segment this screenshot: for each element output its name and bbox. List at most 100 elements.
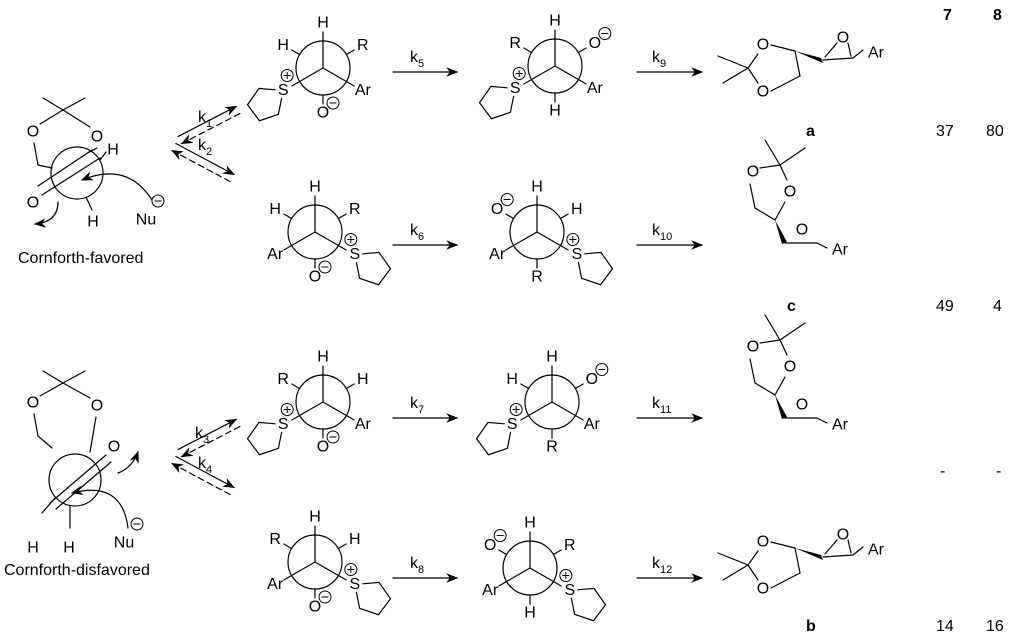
ring-oxygen: O xyxy=(784,184,796,201)
cell-b-7: 14 xyxy=(936,618,954,635)
substituent-bond xyxy=(574,383,584,390)
negative-charge-icon xyxy=(493,529,507,542)
product-label-b: b xyxy=(806,618,816,635)
cell-b-8: 16 xyxy=(986,618,1004,635)
substituent-bond xyxy=(520,383,530,390)
substituent-h: H xyxy=(571,201,583,218)
wedge-bond xyxy=(795,51,823,63)
substituent-bond xyxy=(283,543,293,550)
ring-oxygen: O xyxy=(757,37,769,54)
substituent-bond xyxy=(314,561,347,581)
rate-constant-k11: k11 xyxy=(652,395,671,416)
ring-oxygen: O xyxy=(757,534,769,551)
caption-cornforth-disfavored: Cornforth-disfavored xyxy=(4,562,150,579)
positive-charge-icon xyxy=(512,67,526,80)
negative-charge-icon xyxy=(151,194,165,208)
bond xyxy=(33,142,39,166)
positive-charge-icon xyxy=(566,233,580,246)
substituent-h: H xyxy=(531,179,543,196)
oxide-atom: O xyxy=(586,371,598,388)
substituent-bond xyxy=(552,549,562,556)
bond xyxy=(62,382,91,399)
substituent-r: R xyxy=(546,439,558,456)
newman-projection xyxy=(50,146,104,200)
positive-charge-icon xyxy=(559,569,573,582)
oxide-atom: O xyxy=(317,439,329,456)
rate-constant-k4: k4 xyxy=(198,455,212,476)
sulfonium-atom: S xyxy=(572,246,583,263)
substituent-h: H xyxy=(357,371,369,388)
negative-charge-icon xyxy=(130,517,144,531)
carbonyl-oxygen: O xyxy=(108,439,120,456)
cell-c-7: 49 xyxy=(936,298,954,315)
rate-constant-k3: k3 xyxy=(195,425,209,446)
substituent-h: H xyxy=(309,179,321,196)
bond xyxy=(774,376,786,396)
methyl-bond xyxy=(62,370,86,384)
substituent-h: H xyxy=(546,349,558,366)
bond xyxy=(37,435,53,449)
substituent-bond xyxy=(283,231,316,251)
substituent-h: H xyxy=(63,540,75,557)
newman-projection xyxy=(48,453,102,507)
substituent-h: H xyxy=(549,103,561,120)
substituent-bond xyxy=(291,67,324,87)
substituent-bond xyxy=(283,561,316,581)
methyl-bond xyxy=(42,97,64,111)
substituent-bond xyxy=(291,49,301,56)
bond xyxy=(99,151,107,161)
carbonyl-bond xyxy=(49,454,107,504)
substituent-bond xyxy=(523,65,556,85)
forward-arrow xyxy=(177,418,238,451)
negative-charge-icon xyxy=(500,193,514,206)
curved-arrow xyxy=(70,485,129,529)
caption-cornforth-favored: Cornforth-favored xyxy=(18,250,143,267)
methyl-bond xyxy=(717,55,749,69)
bond xyxy=(747,67,759,84)
reverse-arrow xyxy=(180,112,241,145)
bond xyxy=(847,539,852,554)
bond xyxy=(749,183,756,209)
cell-c-8: 4 xyxy=(993,298,1002,315)
bond xyxy=(779,339,788,356)
sulfonium-atom: S xyxy=(510,80,521,97)
substituent-ar: Ar xyxy=(868,45,885,62)
sulfonium-atom: S xyxy=(350,246,361,263)
substituent-r: R xyxy=(269,531,281,548)
sulfonium-atom: S xyxy=(278,416,289,433)
substituent-h: H xyxy=(317,15,329,32)
substituent-bond xyxy=(337,213,347,220)
column-header-8: 8 xyxy=(993,7,1002,24)
rate-constant-k1: k1 xyxy=(198,109,212,130)
substituent-bond xyxy=(523,47,533,54)
substituent-bond xyxy=(536,231,569,251)
substituent-h: H xyxy=(349,531,361,548)
wedge-bond xyxy=(775,395,787,419)
nucleophile: Nu xyxy=(114,535,134,552)
substituent-bond xyxy=(520,401,553,421)
bond xyxy=(816,417,828,424)
oxide-atom: O xyxy=(484,537,496,554)
bond xyxy=(824,539,838,555)
oxide-atom: O xyxy=(589,35,601,52)
wedge-bond xyxy=(795,548,823,560)
bond xyxy=(747,53,759,69)
cell-d-8: - xyxy=(996,463,1001,480)
cell-a-7: 37 xyxy=(936,123,954,140)
methyl-bond xyxy=(722,67,749,84)
thiolane-ring xyxy=(570,587,607,622)
methyl-bond xyxy=(722,564,749,581)
rate-constant-k12: k12 xyxy=(652,555,672,576)
rate-constant-k5: k5 xyxy=(410,49,424,70)
bond xyxy=(770,541,796,549)
reverse-arrow xyxy=(171,462,231,496)
oxide-atom: O xyxy=(309,269,321,286)
substituent-ar: Ar xyxy=(482,582,499,599)
substituent-ar: Ar xyxy=(355,82,372,99)
bond xyxy=(33,413,39,437)
thiolane-ring xyxy=(355,581,392,616)
positive-charge-icon xyxy=(280,403,294,416)
bond xyxy=(774,201,786,221)
